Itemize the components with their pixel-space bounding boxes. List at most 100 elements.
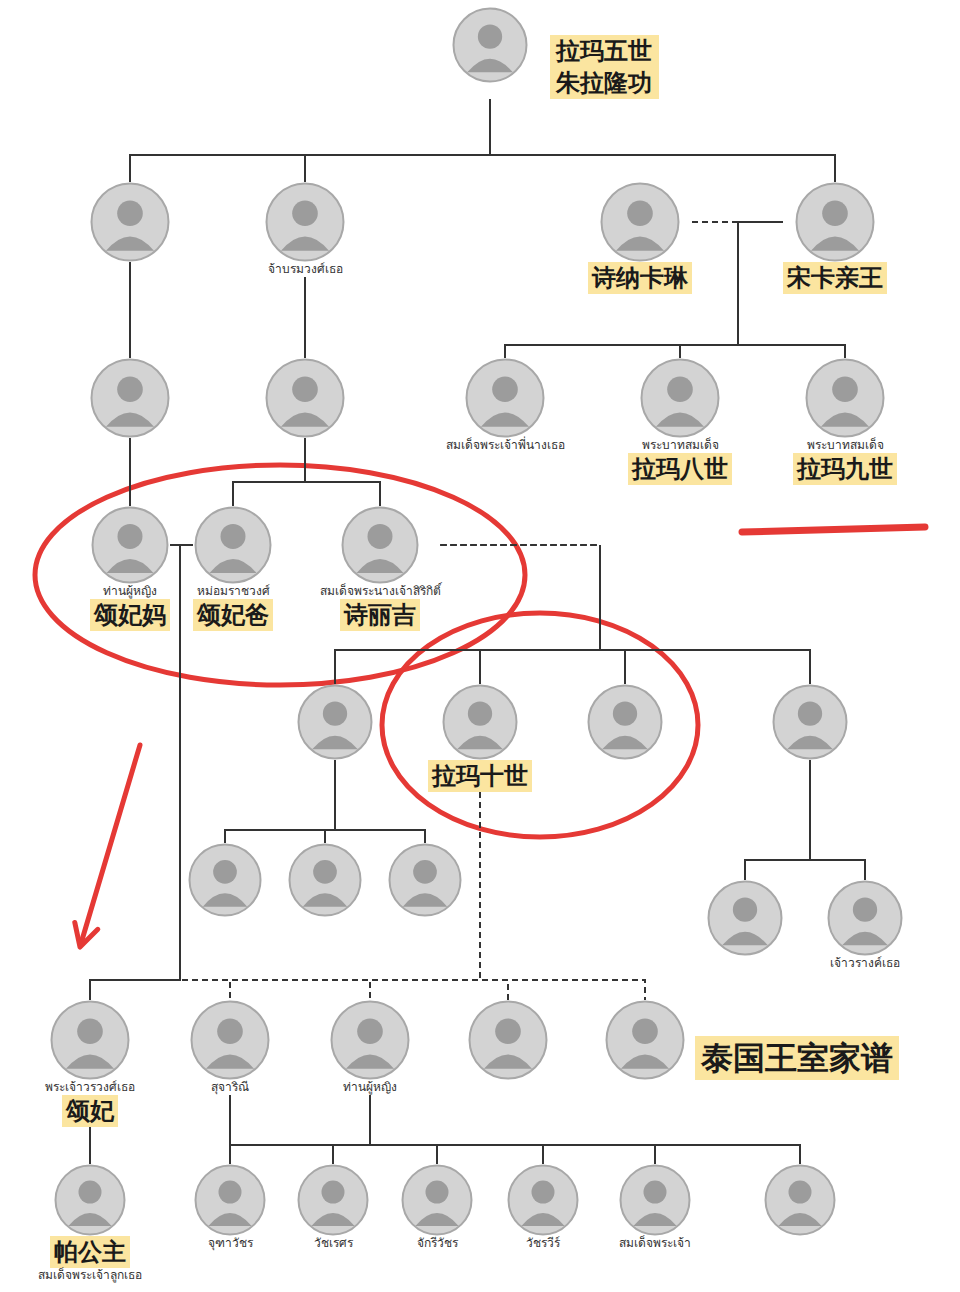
family-line xyxy=(335,545,600,684)
connector-path xyxy=(480,545,600,684)
highlight-label: 拉玛五世 朱拉隆功 xyxy=(550,35,659,99)
portrait-head xyxy=(78,1181,101,1204)
family-line xyxy=(225,760,335,843)
name-label: สุจาริณี xyxy=(211,1080,249,1095)
name-group: วัชรวีร์ xyxy=(526,1236,560,1251)
person-node: 宋卡亲王 xyxy=(783,182,887,294)
family-line xyxy=(325,760,335,843)
family-line xyxy=(490,99,835,182)
name-group: พระเจ้าวรวงศ์เธอ颂妃 xyxy=(45,1080,135,1127)
portrait-circle xyxy=(507,1164,579,1236)
portrait-head xyxy=(733,897,757,921)
highlight-label: 拉玛九世 xyxy=(793,453,897,485)
connector-path xyxy=(90,545,180,1000)
connector-path xyxy=(335,545,600,684)
person-node: สุจาริณี xyxy=(190,1000,270,1095)
portrait-shoulders xyxy=(484,1054,532,1068)
portrait-head xyxy=(832,376,858,402)
family-line xyxy=(441,545,601,684)
portrait-circle xyxy=(764,1164,836,1236)
portrait-ground xyxy=(774,686,847,759)
portrait-shoulders xyxy=(616,236,664,250)
portrait-shoulders xyxy=(656,412,704,426)
connector-path xyxy=(745,760,810,880)
portrait-head xyxy=(357,1018,383,1044)
portrait-circle xyxy=(288,843,362,917)
person-node xyxy=(468,1000,548,1080)
portrait-ground xyxy=(470,1002,547,1079)
portrait-shoulders xyxy=(811,236,859,250)
portrait-ground xyxy=(807,360,884,437)
person-node xyxy=(764,1164,836,1236)
person-node: สมเด็จพระนางเจ้าสิริกิติ์诗丽吉 xyxy=(320,506,441,631)
person-node: พระบาทสมเด็จ拉玛九世 xyxy=(793,358,897,485)
name-label: ท่านผู้หญิง xyxy=(103,584,157,599)
portrait-shoulders xyxy=(457,736,503,750)
portrait-ground xyxy=(390,845,461,916)
portrait-head xyxy=(217,1018,243,1044)
name-label: หม่อมราชวงศ์ xyxy=(197,584,270,599)
connector-path xyxy=(441,544,601,546)
portrait-circle xyxy=(605,1000,685,1080)
person-node xyxy=(772,684,848,760)
portrait-shoulders xyxy=(842,932,888,946)
portrait-circle xyxy=(452,7,528,83)
portrait-ground xyxy=(444,686,517,759)
name-label: จุฑาวัชร xyxy=(208,1236,253,1251)
connector-path xyxy=(130,99,490,182)
portrait-head xyxy=(321,1181,344,1204)
portrait-ground xyxy=(642,360,719,437)
connector-path xyxy=(600,545,810,684)
portrait-ground xyxy=(299,686,372,759)
portrait-head xyxy=(218,1181,241,1204)
family-line xyxy=(441,545,811,684)
portrait-shoulders xyxy=(106,236,154,250)
person-node xyxy=(587,684,663,760)
portrait-head xyxy=(495,1018,521,1044)
family-line xyxy=(90,545,193,1000)
portrait-ground xyxy=(192,1002,269,1079)
person-node: สมเด็จพระเจ้าพี่นางเธอ xyxy=(446,358,565,453)
portrait-head xyxy=(632,1018,658,1044)
name-group: จักรีวัชร xyxy=(417,1236,458,1251)
family-line xyxy=(305,277,306,358)
family-line xyxy=(230,1095,437,1164)
connector-path xyxy=(230,1095,333,1164)
family-line xyxy=(480,792,508,1000)
family-line xyxy=(230,1095,543,1164)
portrait-shoulders xyxy=(521,1213,564,1226)
person-node: วัชเรศร xyxy=(297,1164,369,1251)
portrait-shoulders xyxy=(206,1054,254,1068)
highlight-label: 拉玛十世 xyxy=(428,760,532,792)
name-label: สมเด็จพระเจ้าลูกเธอ xyxy=(38,1268,142,1283)
highlight-label: 宋卡亲王 xyxy=(783,262,887,294)
portrait-ground xyxy=(589,686,662,759)
connector-path xyxy=(305,99,490,182)
portrait-head xyxy=(292,200,318,226)
connector-path xyxy=(230,1095,543,1164)
portrait-ground xyxy=(196,508,271,583)
family-line xyxy=(230,1095,655,1164)
person-node xyxy=(90,358,170,438)
portrait-shoulders xyxy=(787,736,833,750)
name-group: วัชเรศร xyxy=(314,1236,353,1251)
family-line xyxy=(335,760,425,843)
highlight-label: 帕公主 xyxy=(50,1236,130,1268)
connector-path xyxy=(129,262,131,358)
portrait-shoulders xyxy=(210,559,257,573)
family-line xyxy=(370,792,480,1000)
name-label: จ้าบรมวงศ์เธอ xyxy=(268,262,343,277)
portrait-ground xyxy=(467,360,544,437)
person-node: หม่อมราชวงศ์颂妃爸 xyxy=(193,506,273,631)
portrait-circle xyxy=(90,182,170,262)
portrait-ground xyxy=(93,508,168,583)
connector-path xyxy=(480,792,645,1000)
highlight-label: 诗丽吉 xyxy=(340,599,420,631)
portrait-head xyxy=(313,860,337,884)
portrait-shoulders xyxy=(346,1054,394,1068)
highlight-label: 颂妃爸 xyxy=(193,599,273,631)
family-line xyxy=(130,438,131,506)
person-node: จุฑาวัชร xyxy=(194,1164,266,1251)
connector-path xyxy=(600,545,625,684)
person-node: สมเด็จพระเจ้า xyxy=(619,1164,691,1251)
